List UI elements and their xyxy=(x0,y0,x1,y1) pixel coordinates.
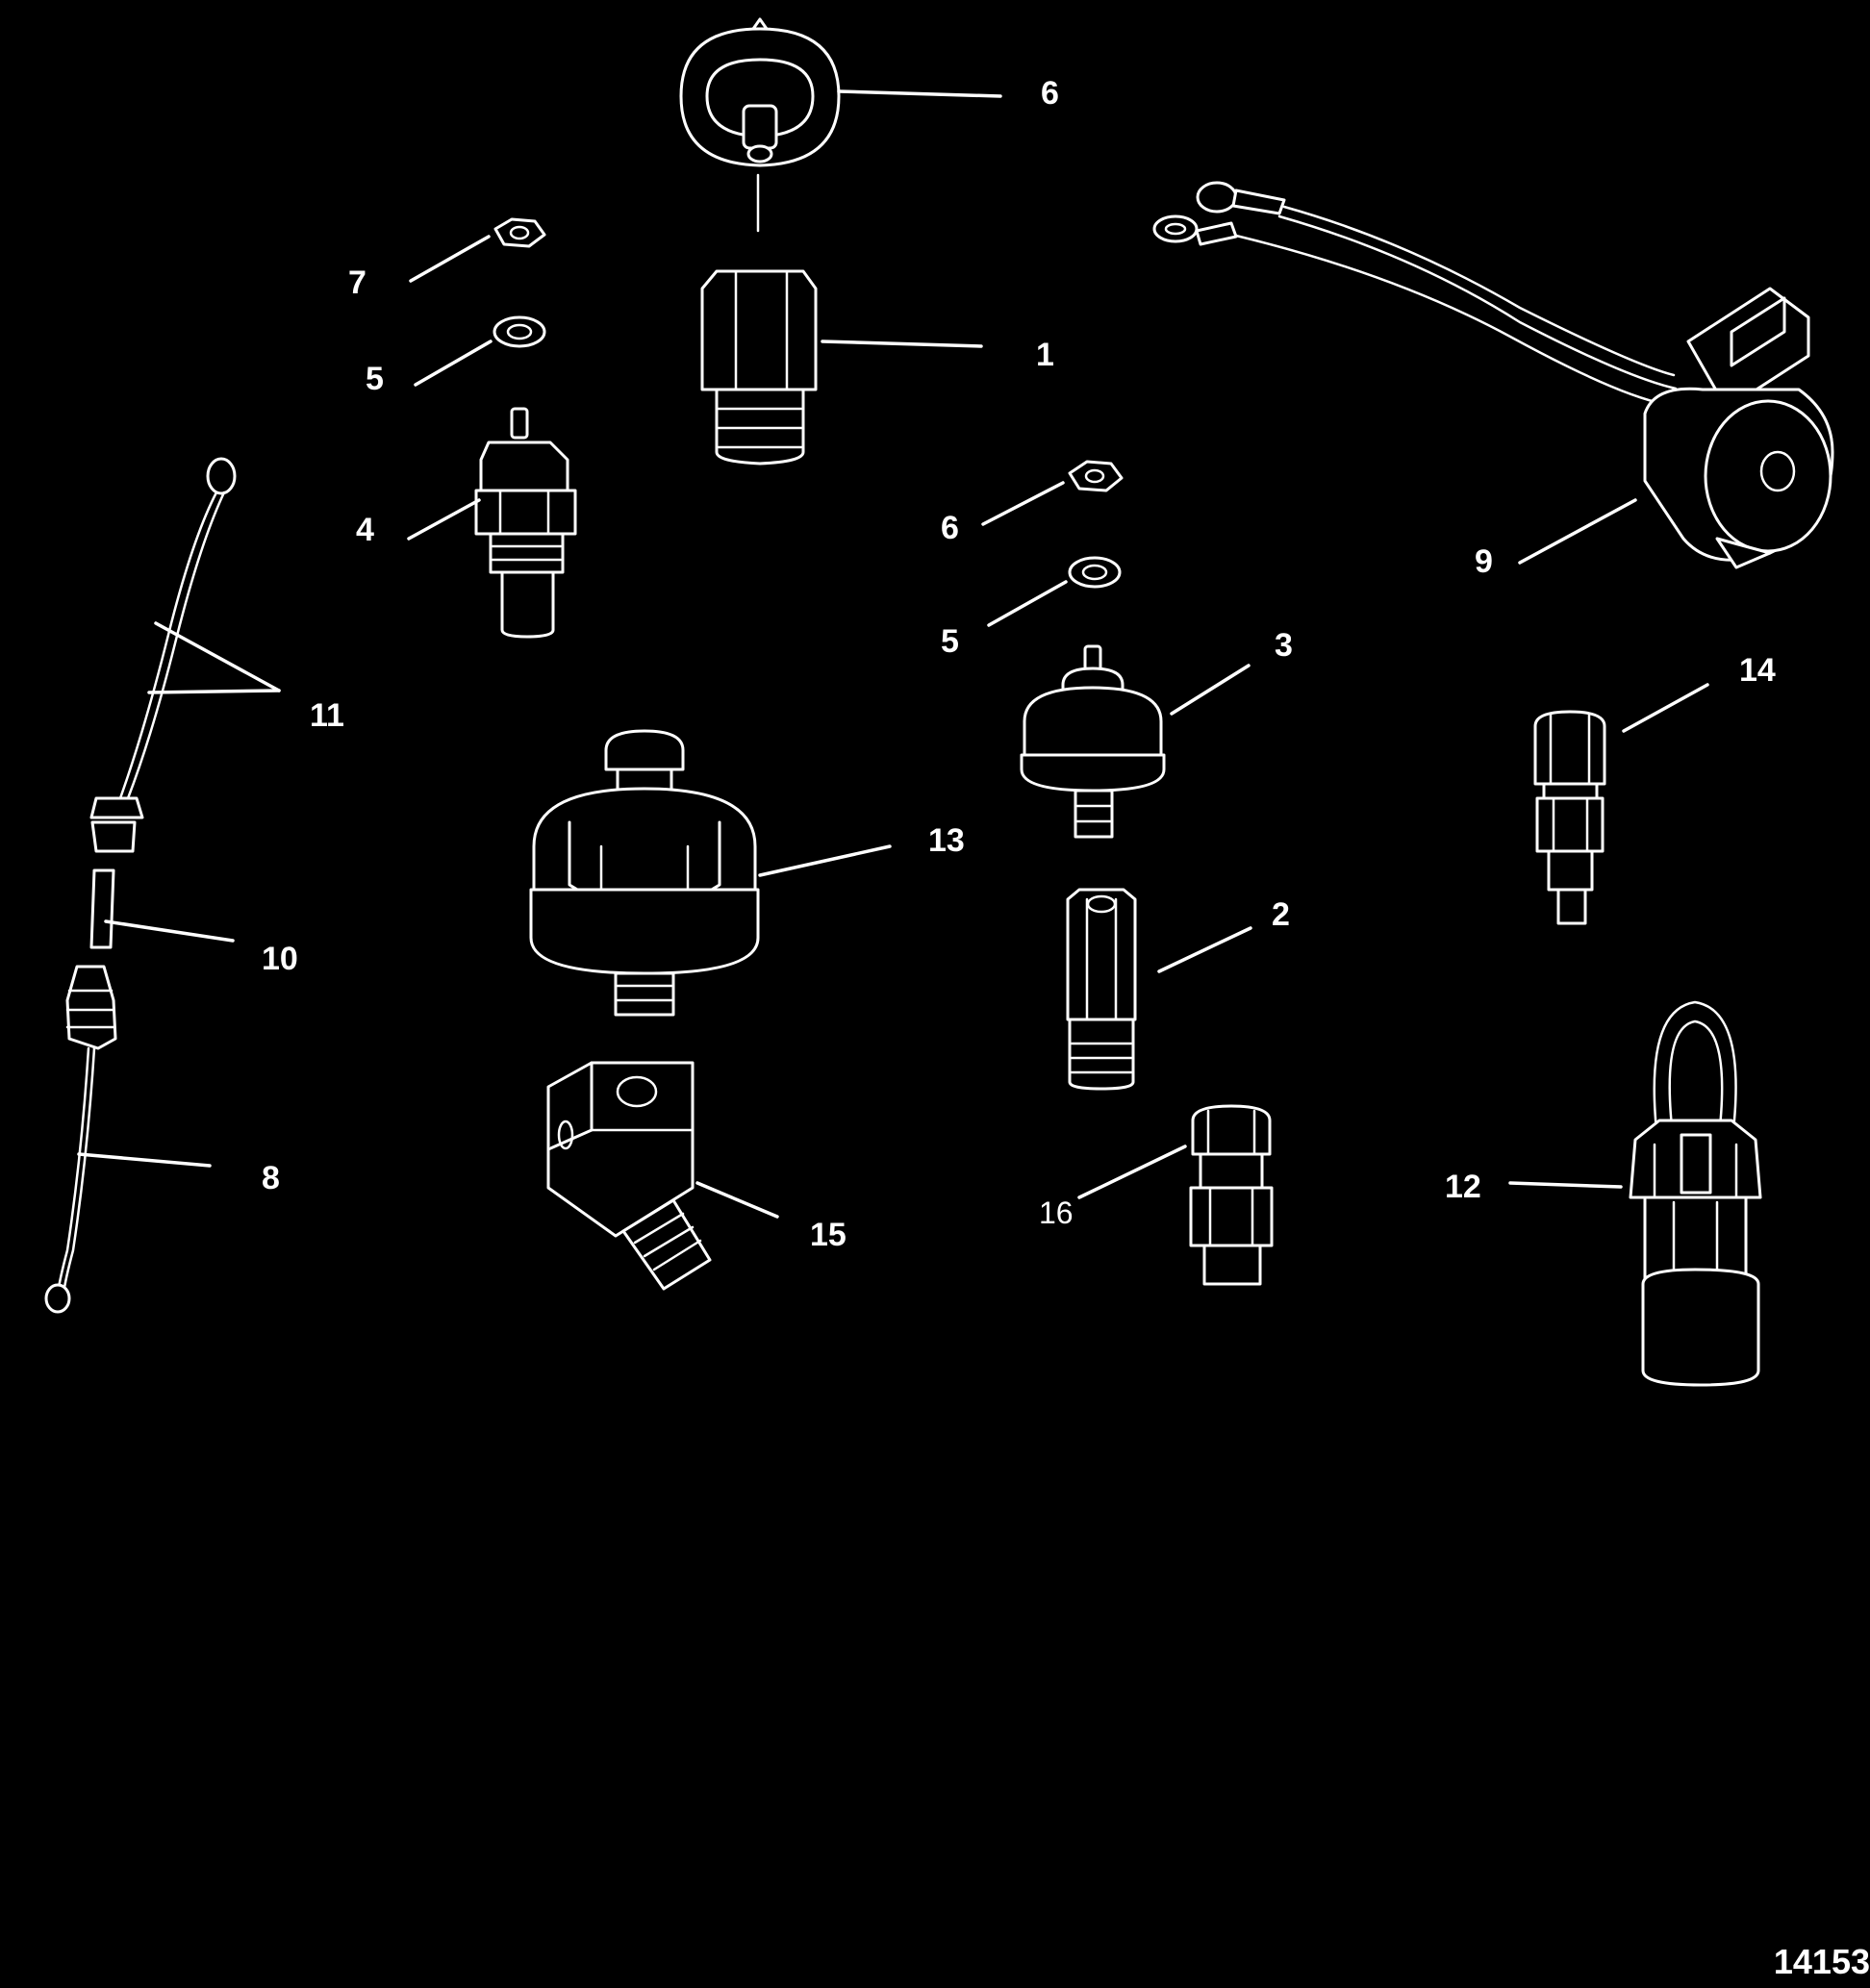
callout-15: 15 xyxy=(810,1217,847,1253)
callout-13: 13 xyxy=(928,822,965,859)
leader-lines xyxy=(77,89,1709,1219)
callout-5-lower: 5 xyxy=(941,623,959,660)
callout-10: 10 xyxy=(262,941,298,977)
part-16-fitting xyxy=(1189,1104,1274,1286)
callout-5-upper: 5 xyxy=(366,361,384,397)
callout-7: 6 xyxy=(1041,75,1059,112)
part-4-temp-sender xyxy=(474,407,577,639)
part-14-fitting xyxy=(1533,710,1606,925)
callout-2: 2 xyxy=(1272,896,1290,933)
callout-labels: 6 1 7 5 4 6 5 3 9 14 11 13 2 10 8 15 16 … xyxy=(262,75,1776,1253)
parts-9-10-11-lead-wire xyxy=(44,457,237,1314)
callout-16: 16 xyxy=(1039,1195,1074,1230)
callout-4: 4 xyxy=(356,512,374,548)
callout-14: 14 xyxy=(1739,652,1776,689)
part-15-elbow xyxy=(546,1061,712,1291)
part-8-solenoid xyxy=(1152,181,1834,569)
part-13-knock-sensor xyxy=(529,729,760,1017)
callout-11: 11 xyxy=(310,697,344,734)
part-1-adaptor xyxy=(700,269,818,466)
callout-6-lower: 6 xyxy=(941,510,959,546)
part-6-nut-lower xyxy=(1068,460,1124,492)
callout-6-upper: 7 xyxy=(348,264,366,301)
callout-12: 12 xyxy=(1445,1169,1481,1205)
part-5-washer-lower xyxy=(1068,556,1122,589)
part-7-sender xyxy=(679,17,841,233)
callout-3: 3 xyxy=(1275,627,1293,664)
part-3-pressure-sender xyxy=(1020,644,1166,839)
part-6-nut-upper xyxy=(493,217,546,248)
figure-id: 14153 xyxy=(1774,1942,1870,1981)
callout-8: 9 xyxy=(1475,543,1493,580)
part-12-connector xyxy=(1629,1000,1762,1387)
part-5-washer-upper xyxy=(493,315,546,348)
callout-9: 8 xyxy=(262,1160,280,1196)
callout-1: 1 xyxy=(1036,337,1054,373)
part-2-extension xyxy=(1066,888,1137,1091)
